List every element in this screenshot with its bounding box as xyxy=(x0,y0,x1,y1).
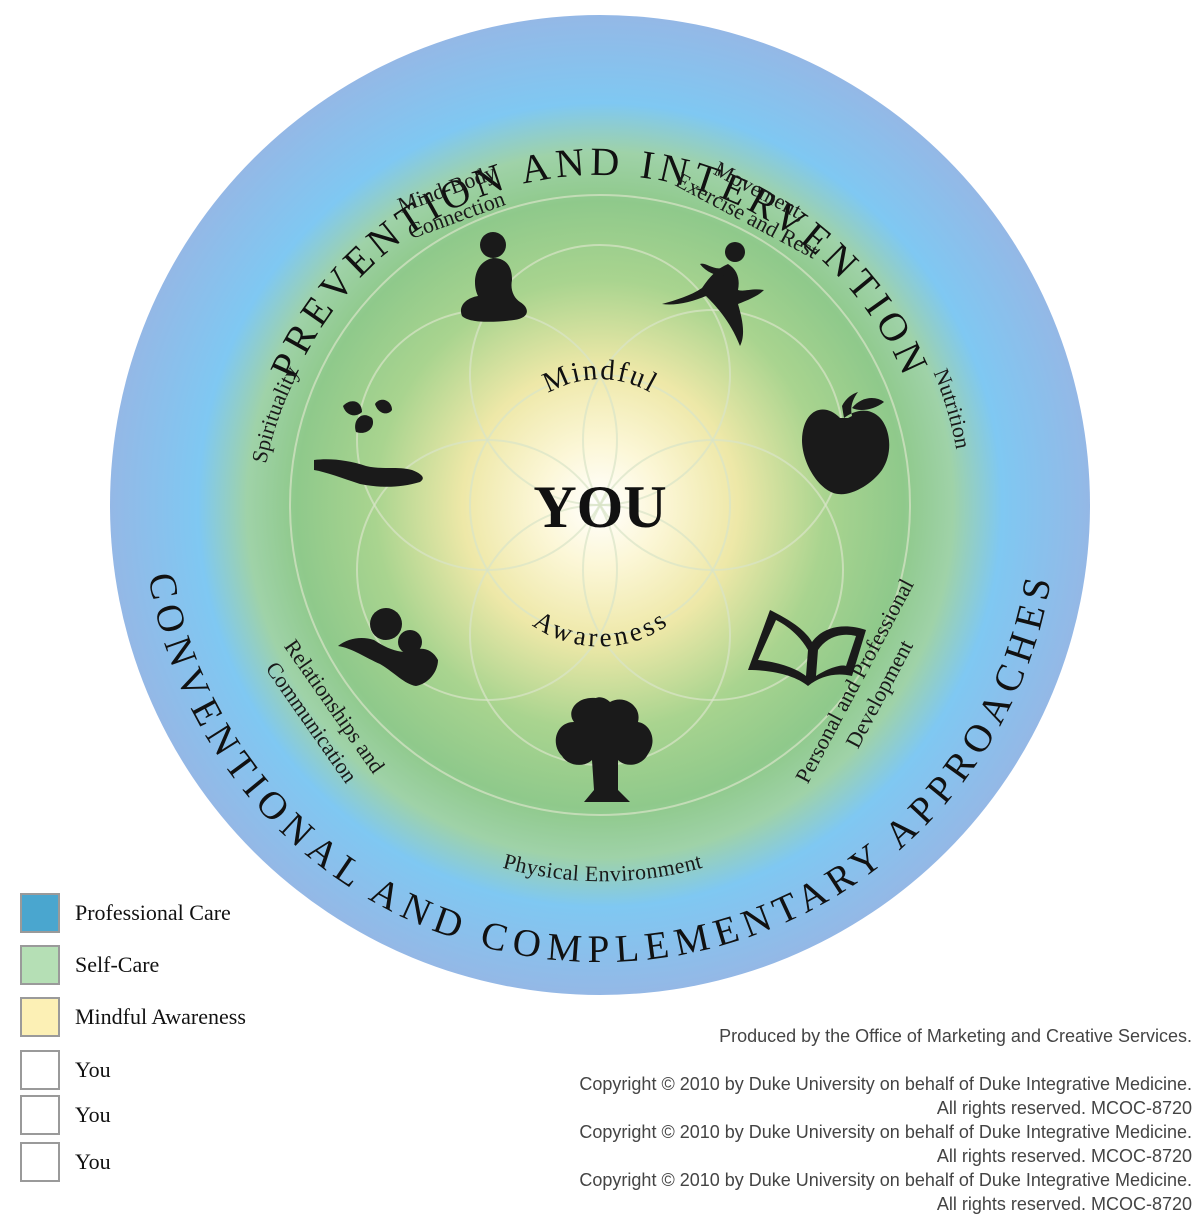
credits: Produced by the Office of Marketing and … xyxy=(579,1024,1192,1216)
legend-item-you: You xyxy=(20,1142,111,1182)
credits-line: Copyright © 2010 by Duke University on b… xyxy=(579,1122,1192,1142)
legend-label: You xyxy=(75,1102,111,1127)
credits-line: All rights reserved. MCOC-8720 xyxy=(936,1194,1192,1214)
credits-line: Copyright © 2010 by Duke University on b… xyxy=(579,1074,1192,1094)
legend-swatch xyxy=(20,997,60,1037)
legend-swatch xyxy=(20,945,60,985)
legend-item-professional-care: Professional Care xyxy=(20,893,231,933)
tree-icon xyxy=(555,697,653,802)
credits-line: All rights reserved. MCOC-8720 xyxy=(936,1146,1192,1166)
credits-line: All rights reserved. MCOC-8720 xyxy=(936,1098,1192,1118)
apple-icon xyxy=(802,392,890,495)
credits-line: Produced by the Office of Marketing and … xyxy=(719,1026,1192,1046)
legend-item-mindful-awareness: Mindful Awareness xyxy=(20,997,246,1037)
meditation-icon xyxy=(460,232,527,322)
legend-label: Self-Care xyxy=(75,952,160,977)
legend-swatch xyxy=(20,1050,60,1090)
legend-label: Mindful Awareness xyxy=(75,1004,246,1029)
legend-item-you: You xyxy=(20,1095,111,1135)
hand-water-icon xyxy=(314,399,423,487)
legend-swatch xyxy=(20,893,60,933)
overlapping-circles xyxy=(289,194,911,816)
embrace-icon xyxy=(338,608,438,686)
legend-label: Professional Care xyxy=(75,900,231,925)
legend-swatch xyxy=(20,1095,60,1135)
legend-item-self-care: Self-Care xyxy=(20,945,159,985)
legend-item-you: You xyxy=(20,1050,111,1090)
book-icon xyxy=(748,610,866,686)
center-you-label: YOU xyxy=(533,474,666,540)
legend-swatch xyxy=(20,1142,60,1182)
legend-label: You xyxy=(75,1149,111,1174)
runner-icon xyxy=(662,242,764,346)
credits-line: Copyright © 2010 by Duke University on b… xyxy=(579,1170,1192,1190)
legend-label: You xyxy=(75,1057,111,1082)
